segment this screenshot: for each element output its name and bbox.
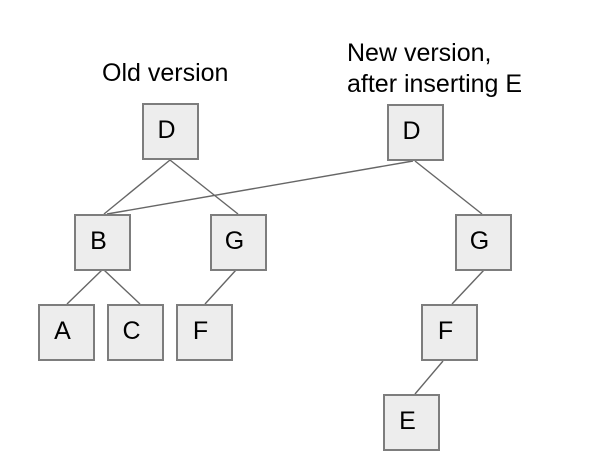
edge-new-g-to-new-f bbox=[451, 269, 485, 305]
edge-new-d-to-new-g bbox=[414, 160, 483, 215]
edge-old-b-to-old-c bbox=[103, 269, 141, 305]
edge-old-b-to-old-a bbox=[66, 269, 103, 305]
node-old-b: B bbox=[74, 214, 131, 271]
edge-old-d-to-old-b bbox=[103, 159, 171, 215]
node-old-f: F bbox=[176, 304, 233, 361]
node-new-d: D bbox=[387, 104, 444, 161]
edge-new-f-to-new-e bbox=[414, 360, 444, 395]
node-new-e: E bbox=[383, 394, 440, 451]
node-old-d: D bbox=[142, 103, 199, 160]
edge-new-d-to-old-b bbox=[106, 160, 414, 215]
new-version-title: New version, after inserting E bbox=[347, 38, 522, 100]
edge-old-g-to-old-f bbox=[204, 269, 237, 305]
new-version-title-line1: New version, bbox=[347, 39, 492, 67]
new-version-title-line2: after inserting E bbox=[347, 70, 523, 98]
edge-old-d-to-old-g bbox=[169, 159, 239, 215]
old-version-title: Old version bbox=[102, 59, 229, 87]
node-new-f: F bbox=[421, 304, 478, 361]
node-new-g: G bbox=[455, 214, 512, 271]
node-old-g: G bbox=[210, 214, 267, 271]
node-old-a: A bbox=[38, 304, 95, 361]
node-old-c: C bbox=[107, 304, 164, 361]
